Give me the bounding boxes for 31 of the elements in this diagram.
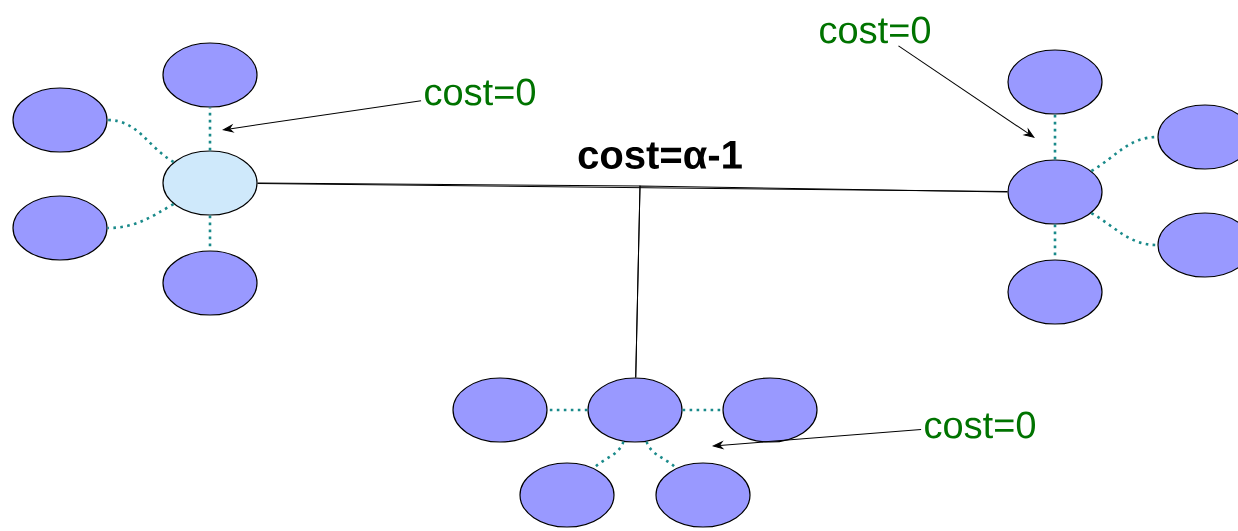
ellipse-node <box>162 150 258 216</box>
dotted-connector <box>682 408 723 412</box>
ellipse-node <box>12 87 108 153</box>
ellipse-node <box>1157 212 1238 278</box>
dotted-connector <box>593 441 625 470</box>
ellipse-node <box>1007 159 1103 225</box>
connector-line <box>635 185 1008 378</box>
dotted-connector <box>547 408 588 412</box>
edge-label: cost=α-1 <box>578 141 742 169</box>
leader-arrow <box>712 429 922 450</box>
leader-arrow <box>898 45 1035 138</box>
cost-label: cost=0 <box>425 78 535 106</box>
ellipse-node <box>655 462 751 528</box>
dotted-connector <box>1053 114 1057 160</box>
ellipse-node <box>162 250 258 316</box>
dotted-connector <box>107 202 175 230</box>
ellipse-node <box>519 462 615 528</box>
ellipse-node <box>722 377 818 443</box>
dotted-connector <box>1090 211 1158 247</box>
dotted-connector <box>645 441 677 470</box>
leader-arrow <box>222 100 422 133</box>
dotted-connector <box>107 118 175 164</box>
ellipse-node <box>1157 104 1238 170</box>
ellipse-node <box>162 42 258 108</box>
cost-label: cost=0 <box>925 411 1035 439</box>
ellipse-node <box>452 377 548 443</box>
ellipse-node <box>1007 49 1103 115</box>
ellipse-node <box>587 377 683 443</box>
ellipse-node <box>1007 259 1103 325</box>
ellipse-node <box>12 195 108 261</box>
cost-label: cost=0 <box>820 16 930 44</box>
